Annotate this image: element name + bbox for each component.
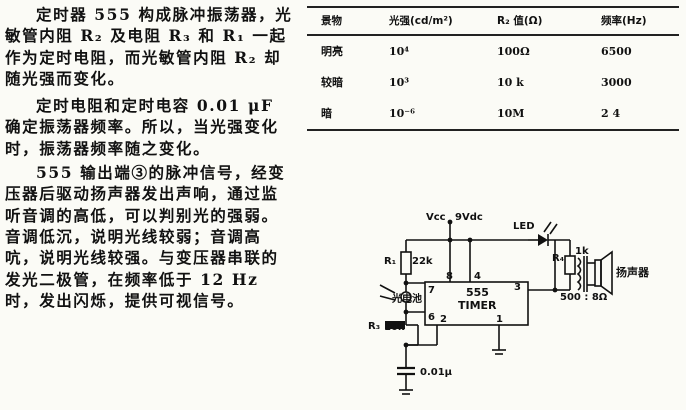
capacitor-value: 0.01μ: [420, 367, 453, 378]
cell-intensity: 10⁴: [389, 44, 410, 58]
cell-frequency: 6500: [601, 44, 632, 58]
cell-frequency: 3000: [601, 75, 632, 89]
cell-intensity: 10⁻⁶: [389, 98, 497, 131]
pin-8: 8: [446, 271, 453, 282]
pin-2: 2: [440, 314, 447, 325]
col-light-intensity: 光强(cd/m²): [389, 6, 497, 36]
paragraph-3: 555 输出端③的脉冲信号，经变压器后驱动扬声器发出声响，通过监听音调的高低，可…: [5, 163, 286, 310]
r4-label: R₄: [552, 253, 564, 264]
cell-scene: 较暗: [321, 76, 343, 89]
article-text: 定时器 555 构成脉冲振荡器，光敏管内阻 R₂ 及电阻 R₃ 和 R₁ 一起作…: [5, 4, 293, 317]
cell-frequency: 2 4: [601, 98, 679, 131]
pin-3: 3: [514, 282, 521, 293]
cell-scene: 明亮: [321, 45, 343, 58]
r3-value: 10k: [384, 322, 405, 333]
pin-1: 1: [496, 314, 503, 325]
transformer-coil: [576, 257, 582, 291]
supply-voltage-label: 9Vdc: [455, 212, 483, 223]
paragraph-2: 定时电阻和定时电容 0.01 μF 确定振荡器频率。所以，当光强变化时，振荡器频…: [5, 96, 279, 158]
light-frequency-table: 景物 光强(cd/m²) R₂ 值(Ω) 频率(Hz) 明亮 10⁴ 100Ω …: [307, 6, 679, 131]
chip-model: 555: [466, 286, 489, 299]
chip-name: TIMER: [458, 299, 497, 312]
photocell-label: 光电池: [391, 292, 422, 305]
col-frequency: 频率(Hz): [601, 6, 679, 36]
table-row: 明亮 10⁴ 100Ω 6500: [307, 35, 679, 67]
speaker-label: 扬声器: [616, 265, 650, 279]
speaker-icon: [594, 259, 602, 287]
timer-chip: [424, 281, 529, 326]
cell-r2: 10 k: [497, 75, 524, 89]
r4-value: 1k: [575, 246, 589, 257]
transformer-label: 500 : 8Ω: [560, 292, 608, 303]
r1-resistor: [400, 251, 412, 275]
pin-6: 6: [428, 312, 435, 323]
pin-7: 7: [428, 285, 435, 296]
pin-4: 4: [474, 271, 481, 282]
table-row: 暗 10⁻⁶ 10M 2 4: [307, 98, 679, 131]
r4-resistor: [564, 255, 576, 275]
cell-scene: 暗: [307, 98, 389, 131]
col-scene: 景物: [307, 6, 389, 36]
r3-label: R₃: [368, 321, 380, 332]
cell-r2: 100Ω: [497, 44, 530, 58]
led-label: LED: [513, 221, 535, 232]
led-icon: [538, 234, 548, 246]
r1-value: 22k: [412, 256, 433, 267]
paragraph-1: 定时器 555 构成脉冲振荡器，光敏管内阻 R₂ 及电阻 R₃ 和 R₁ 一起作…: [5, 5, 293, 88]
vcc-label: Vcc: [426, 212, 446, 223]
table-row: 较暗 10³ 10 k 3000: [307, 67, 679, 98]
table-header-row: 景物 光强(cd/m²) R₂ 值(Ω) 频率(Hz): [307, 6, 679, 36]
cell-intensity: 10³: [389, 75, 410, 89]
cell-r2: 10M: [497, 98, 601, 131]
r1-label: R₁: [384, 256, 396, 267]
col-r2-value: R₂ 值(Ω): [497, 6, 601, 36]
